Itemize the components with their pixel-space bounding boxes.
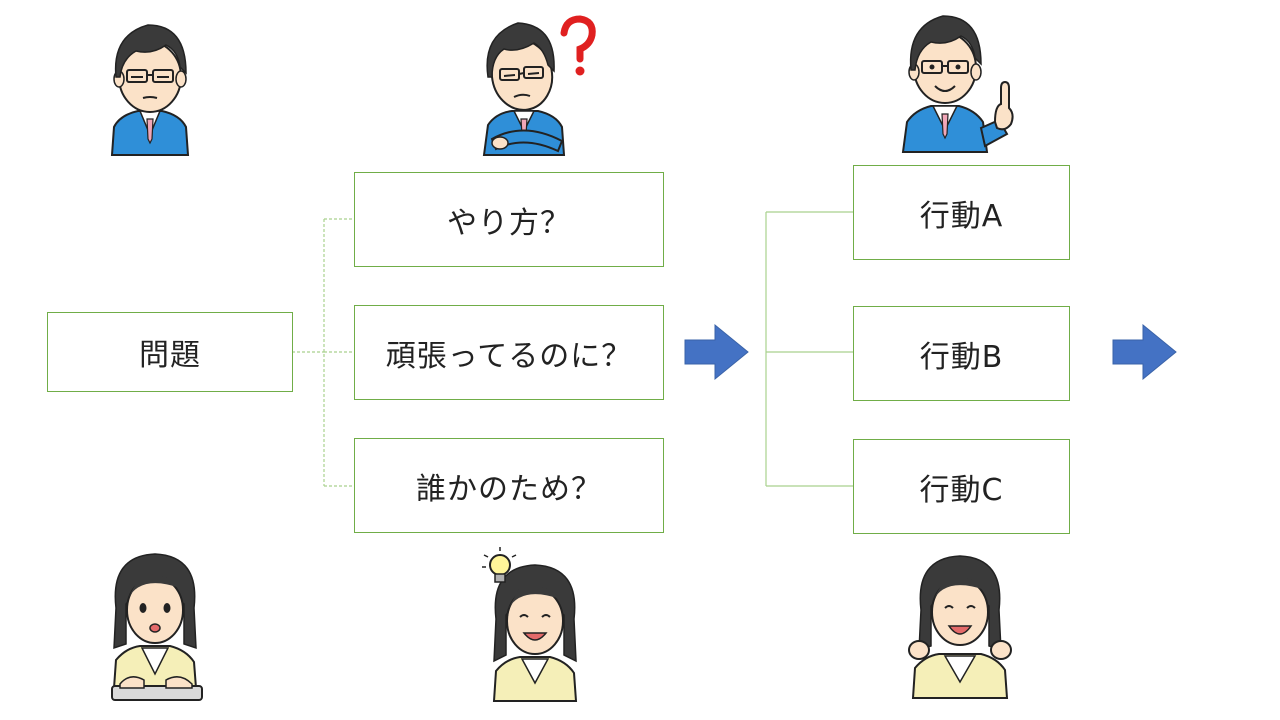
action-label-a: 行動A	[919, 198, 1004, 234]
man-glasses-pointing-icon	[901, 15, 1014, 153]
man-glasses-serious-icon	[110, 24, 190, 156]
woman-lightbulb-icon	[482, 547, 578, 702]
cause-box-1: やり方？	[354, 172, 664, 267]
woman-typing-icon	[111, 553, 203, 701]
cause-label-1: やり方？	[447, 205, 571, 241]
cause-box-3: 誰かのため？	[354, 438, 664, 533]
action-box-a: 行動A	[853, 165, 1070, 260]
cause-box-2: 頑張ってるのに？	[354, 305, 664, 400]
action-box-c: 行動C	[853, 439, 1070, 534]
cause-label-3: 誰かのため？	[416, 471, 602, 507]
flow-arrow-2	[1112, 323, 1177, 381]
man-glasses-puzzled-icon	[482, 15, 596, 156]
woman-cheering-icon	[908, 555, 1012, 699]
problem-label: 問題	[139, 338, 201, 373]
problem-box: 問題	[47, 312, 293, 392]
action-label-b: 行動B	[919, 339, 1004, 375]
flow-arrow-1	[684, 323, 749, 381]
action-box-b: 行動B	[853, 306, 1070, 401]
cause-label-2: 頑張ってるのに？	[385, 338, 633, 374]
action-label-c: 行動C	[919, 472, 1004, 508]
